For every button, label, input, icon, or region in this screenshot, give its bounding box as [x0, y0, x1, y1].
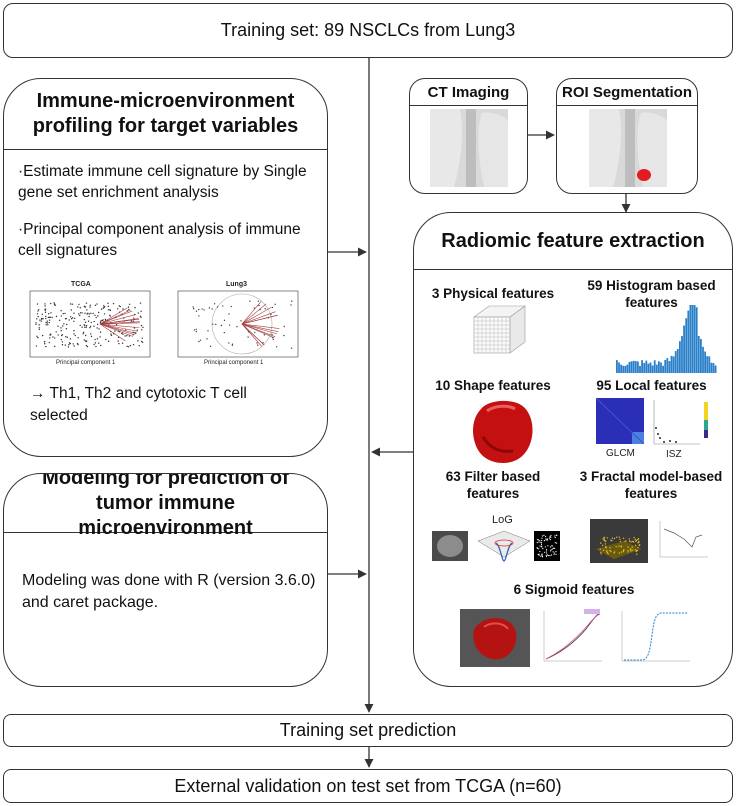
filter-features-label: 63 Filter based features [445, 469, 541, 501]
external-validation-box: External validation on test set from TCG… [3, 769, 733, 803]
pca-plot-lung3-xlabel: Principal component 1 [204, 360, 264, 366]
glcm-matrix-icon [596, 398, 644, 444]
radiomic-panel: Radiomic feature extraction 3 Physical f… [413, 212, 733, 687]
log-surface-icon [477, 530, 531, 562]
sigmoid-curve-icon [543, 609, 602, 662]
training-set-label: Training set: 89 NSCLCs from Lung3 [220, 20, 516, 40]
isz-label: ISZ [666, 449, 682, 460]
immune-result-text: → Th1, Th2 and cytotoxic T cell selected [30, 385, 247, 424]
modeling-panel-title: Modeling for prediction of tumor immune … [4, 474, 327, 539]
filter-ct-thumbnail [432, 531, 468, 561]
pca-plot-tcga: TCGA Principal component 1 [16, 281, 156, 371]
roi-tumor-mark [637, 169, 651, 181]
shape-features-label: 10 Shape features [435, 378, 551, 393]
tumor-shape-icon [473, 400, 533, 463]
immune-panel-title: Immune-microenvironment profiling for ta… [4, 79, 327, 150]
sigmoid-features-label: 6 Sigmoid features [513, 582, 635, 597]
immune-bullet-ssgsea: ·Estimate immune cell signature by Singl… [18, 163, 307, 201]
physical-cube-icon [473, 305, 526, 354]
training-prediction-label: Training set prediction [279, 720, 457, 740]
fractal-curve-icon [659, 521, 708, 558]
filter-texture-thumbnail [534, 531, 560, 561]
ct-scan-image [430, 109, 508, 187]
pca-plot-lung3-title: Lung3 [226, 281, 247, 288]
sigmoid-3d-icon [460, 609, 530, 667]
local-features-label: 95 Local features [596, 378, 707, 393]
pca-plot-tcga-title: TCGA [71, 281, 91, 288]
roi-segmentation-box: ROI Segmentation [556, 78, 698, 194]
immune-profiling-panel: Immune-microenvironment profiling for ta… [3, 78, 328, 457]
modeling-text: Modeling was done with R (version 3.6.0)… [22, 572, 316, 611]
roi-scan-image [589, 109, 667, 187]
training-prediction-box: Training set prediction [3, 714, 733, 747]
pca-plot-tcga-xlabel: Principal component 1 [56, 360, 116, 366]
physical-features-label: 3 Physical features [431, 286, 555, 301]
immune-bullet-pca: ·Principal component analysis of immune … [18, 221, 301, 259]
modeling-panel: Modeling for prediction of tumor immune … [3, 473, 328, 687]
histogram-chart-icon [616, 305, 717, 373]
roi-segmentation-title: ROI Segmentation [557, 79, 697, 106]
radiomic-panel-title: Radiomic feature extraction [414, 213, 732, 270]
external-validation-label: External validation on test set from TCG… [174, 775, 562, 796]
glcm-label: GLCM [606, 448, 635, 459]
training-set-box: Training set: 89 NSCLCs from Lung3 [3, 3, 733, 58]
ct-imaging-box: CT Imaging [409, 78, 528, 194]
fractal-features-label: 3 Fractal model-based features [579, 469, 723, 501]
histogram-features-label: 59 Histogram based features [587, 278, 716, 310]
isz-plot-icon [653, 400, 708, 445]
sigmoid-fit-icon [621, 611, 690, 662]
ct-imaging-title: CT Imaging [410, 79, 527, 106]
pca-plot-lung3: Lung3 Principal component 1 [164, 281, 304, 371]
fractal-3d-icon [590, 519, 648, 563]
log-label: LoG [492, 514, 513, 526]
